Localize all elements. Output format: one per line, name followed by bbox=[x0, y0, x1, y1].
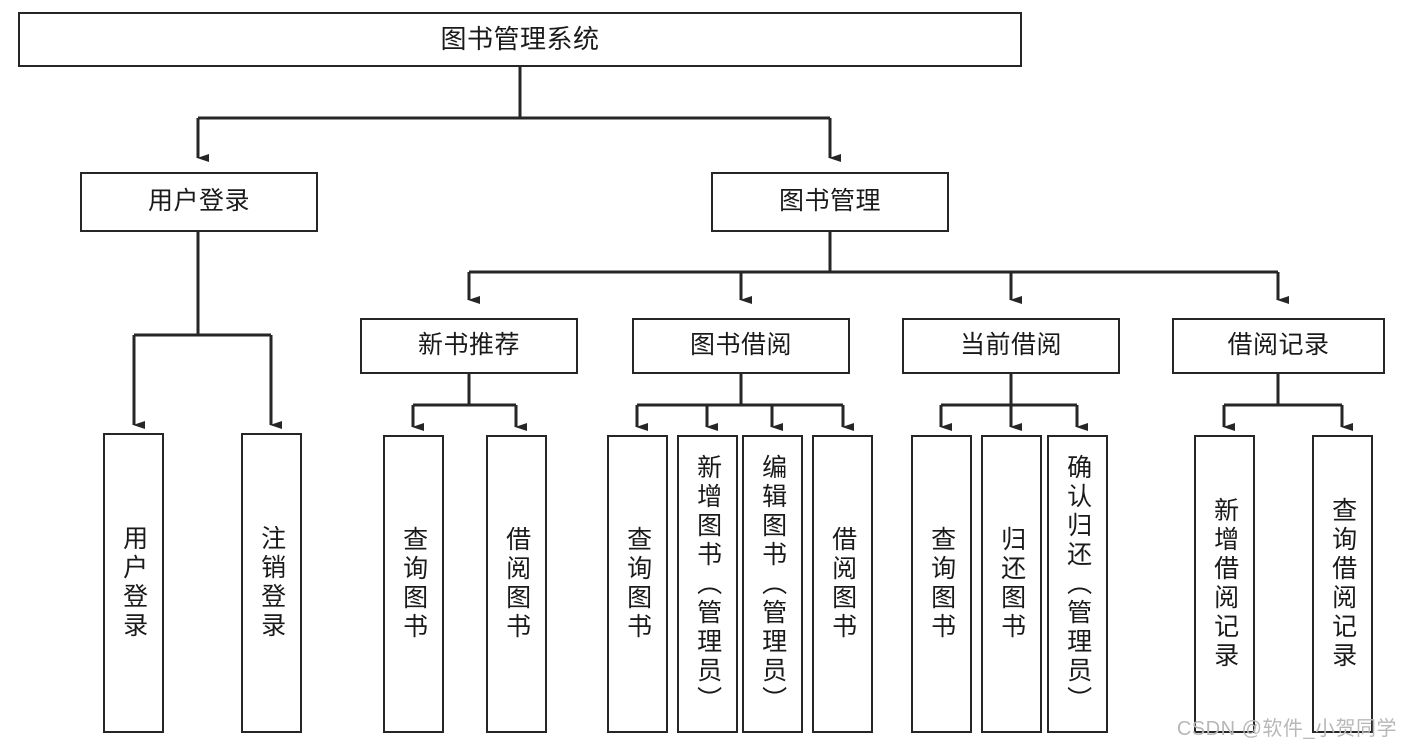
leaf-borrow-book-1[interactable]: 借阅图书 bbox=[486, 435, 547, 733]
leaf-query-book-1[interactable]: 查询图书 bbox=[383, 435, 444, 733]
node-root-label: 图书管理系统 bbox=[440, 24, 600, 55]
leaf-query-book-2-label: 查询图书 bbox=[623, 526, 652, 642]
leaf-borrow-book-2[interactable]: 借阅图书 bbox=[812, 435, 873, 733]
leaf-query-book-1-label: 查询图书 bbox=[399, 526, 428, 642]
leaf-user-login[interactable]: 用户登录 bbox=[103, 433, 164, 733]
node-book-borrow-label: 图书借阅 bbox=[689, 331, 792, 360]
leaf-query-book-3-label: 查询图书 bbox=[927, 526, 956, 642]
node-user-login-label: 用户登录 bbox=[147, 187, 250, 216]
leaf-add-borrow-record-label: 新增借阅记录 bbox=[1210, 497, 1239, 671]
leaf-confirm-return-label: 确认归还（管理员） bbox=[1063, 453, 1092, 715]
leaf-logout-login-label: 注销登录 bbox=[257, 525, 286, 641]
node-current-borrow-label: 当前借阅 bbox=[959, 331, 1062, 360]
node-borrow-record-label: 借阅记录 bbox=[1227, 331, 1330, 360]
node-borrow-record[interactable]: 借阅记录 bbox=[1172, 318, 1385, 374]
leaf-return-book[interactable]: 归还图书 bbox=[981, 435, 1042, 733]
node-book-management[interactable]: 图书管理 bbox=[711, 172, 949, 232]
leaf-return-book-label: 归还图书 bbox=[997, 526, 1026, 642]
leaf-confirm-return[interactable]: 确认归还（管理员） bbox=[1047, 435, 1108, 733]
leaf-edit-book[interactable]: 编辑图书（管理员） bbox=[742, 435, 803, 733]
node-new-book-recommend[interactable]: 新书推荐 bbox=[360, 318, 578, 374]
node-book-management-label: 图书管理 bbox=[778, 187, 881, 216]
leaf-logout-login[interactable]: 注销登录 bbox=[241, 433, 302, 733]
leaf-query-borrow-record-label: 查询借阅记录 bbox=[1328, 497, 1357, 671]
node-current-borrow[interactable]: 当前借阅 bbox=[902, 318, 1120, 374]
node-new-book-recommend-label: 新书推荐 bbox=[417, 331, 520, 360]
leaf-query-book-3[interactable]: 查询图书 bbox=[911, 435, 972, 733]
node-user-login[interactable]: 用户登录 bbox=[80, 172, 318, 232]
leaf-borrow-book-2-label: 借阅图书 bbox=[828, 526, 857, 642]
node-root[interactable]: 图书管理系统 bbox=[18, 12, 1022, 67]
node-book-borrow[interactable]: 图书借阅 bbox=[632, 318, 850, 374]
watermark: CSDN @软件_小贺同学 bbox=[1176, 718, 1397, 740]
leaf-add-borrow-record[interactable]: 新增借阅记录 bbox=[1194, 435, 1255, 733]
leaf-add-book[interactable]: 新增图书（管理员） bbox=[677, 435, 738, 733]
leaf-user-login-label: 用户登录 bbox=[119, 525, 148, 641]
leaf-borrow-book-1-label: 借阅图书 bbox=[502, 526, 531, 642]
leaf-add-book-label: 新增图书（管理员） bbox=[693, 453, 722, 715]
leaf-query-borrow-record[interactable]: 查询借阅记录 bbox=[1312, 435, 1373, 733]
leaf-query-book-2[interactable]: 查询图书 bbox=[607, 435, 668, 733]
leaf-edit-book-label: 编辑图书（管理员） bbox=[758, 453, 787, 715]
